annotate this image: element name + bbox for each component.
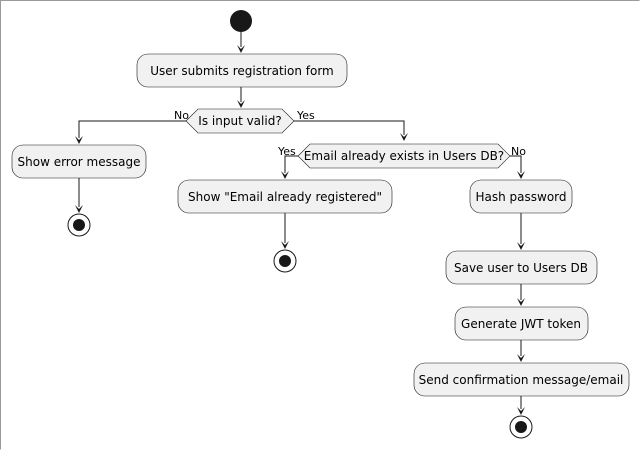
- decision-input-valid-label: Is input valid?: [198, 114, 281, 128]
- edge-valid-yes: [294, 120, 408, 141]
- end-node-error: [67, 213, 91, 237]
- edge-jwt-send: [517, 340, 525, 362]
- action-save-user: Save user to Users DB: [445, 250, 598, 285]
- action-generate-jwt-label: Generate JWT token: [461, 317, 581, 331]
- edge-registered-end: [281, 213, 289, 249]
- edge-save-jwt: [517, 284, 525, 306]
- branch-label-valid-yes: Yes: [296, 109, 315, 122]
- action-show-email-registered-label: Show "Email already registered": [188, 190, 382, 204]
- action-submit-form-label: User submits registration form: [150, 64, 333, 78]
- action-show-error-label: Show error message: [18, 155, 141, 169]
- edge-send-end: [517, 396, 525, 415]
- action-show-email-registered: Show "Email already registered": [177, 179, 393, 214]
- end-node-registered: [273, 249, 297, 273]
- end-node-success: [509, 415, 533, 439]
- edge-exists-no: [510, 155, 525, 179]
- edge-exists-yes: [281, 155, 298, 179]
- edge-submit-valid: [237, 87, 245, 108]
- branch-label-exists-yes: Yes: [277, 145, 296, 158]
- action-generate-jwt: Generate JWT token: [454, 306, 589, 341]
- edge-error-end: [75, 178, 83, 213]
- decision-email-exists: Email already exists in Users DB?: [297, 143, 511, 169]
- decision-input-valid: Is input valid?: [185, 108, 295, 134]
- branch-label-exists-no: No: [511, 145, 526, 158]
- action-send-confirmation: Send confirmation message/email: [413, 362, 630, 397]
- action-hash-password: Hash password: [469, 179, 573, 214]
- start-node: [230, 10, 252, 32]
- edge-hash-save: [517, 213, 525, 250]
- action-submit-form: User submits registration form: [136, 53, 348, 88]
- edge-valid-no: [75, 120, 186, 144]
- edge-start-submit: [237, 32, 245, 53]
- action-hash-password-label: Hash password: [475, 190, 566, 204]
- action-save-user-label: Save user to Users DB: [454, 261, 588, 275]
- action-show-error: Show error message: [11, 144, 147, 179]
- branch-label-valid-no: No: [174, 109, 189, 122]
- action-send-confirmation-label: Send confirmation message/email: [419, 373, 624, 387]
- decision-email-exists-label: Email already exists in Users DB?: [304, 149, 504, 163]
